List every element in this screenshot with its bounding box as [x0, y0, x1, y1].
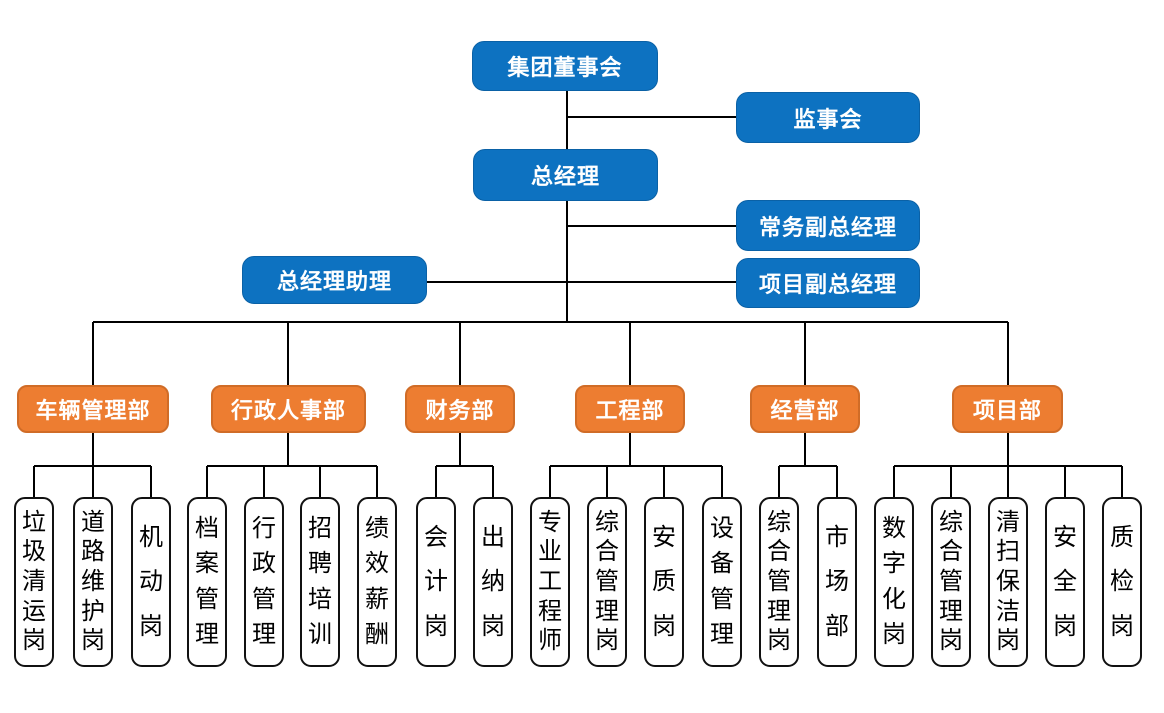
post-safety: 安全岗 — [1045, 497, 1085, 667]
post-performance-payroll: 绩效薪酬 — [357, 497, 397, 667]
node-gm-assistant: 总经理助理 — [242, 256, 427, 304]
line-group-6 — [893, 433, 1123, 497]
post-general-management-eng: 综合管理岗 — [587, 497, 627, 667]
line-group-1 — [33, 433, 152, 497]
post-market: 市场部 — [817, 497, 857, 667]
post-mobile: 机动岗 — [131, 497, 171, 667]
line-group-4 — [549, 433, 723, 497]
post-recruit-training: 招聘培训 — [300, 497, 340, 667]
post-professional-engineer: 专业工程师 — [530, 497, 570, 667]
line-group-3 — [435, 433, 494, 497]
line-group-2 — [206, 433, 378, 497]
dept-project: 项目部 — [952, 385, 1063, 433]
line-group-5 — [778, 433, 838, 497]
post-admin-management: 行政管理 — [244, 497, 284, 667]
node-supervisory-board: 监事会 — [736, 92, 920, 143]
dept-operations: 经营部 — [750, 385, 860, 433]
post-cashier: 出纳岗 — [473, 497, 513, 667]
node-exec-deputy-gm: 常务副总经理 — [736, 200, 920, 251]
post-equipment-management: 设备管理 — [702, 497, 742, 667]
post-accounting: 会计岗 — [416, 497, 456, 667]
post-cleaning: 清扫保洁岗 — [988, 497, 1028, 667]
post-general-management-prj: 综合管理岗 — [931, 497, 971, 667]
node-project-deputy-gm: 项目副总经理 — [736, 258, 920, 308]
dept-engineering: 工程部 — [575, 385, 685, 433]
dept-finance: 财务部 — [405, 385, 515, 433]
post-digitalization: 数字化岗 — [874, 497, 914, 667]
post-garbage-removal: 垃圾清运岗 — [14, 497, 54, 667]
post-quality-inspection: 质检岗 — [1102, 497, 1142, 667]
post-safety-quality: 安质岗 — [644, 497, 684, 667]
post-road-maintenance: 道路维护岗 — [73, 497, 113, 667]
node-general-manager: 总经理 — [473, 149, 658, 201]
post-archives-management: 档案管理 — [187, 497, 227, 667]
dept-admin-hr: 行政人事部 — [211, 385, 366, 433]
post-general-management-ops: 综合管理岗 — [759, 497, 799, 667]
dept-vehicle-management: 车辆管理部 — [17, 385, 169, 433]
node-board: 集团董事会 — [472, 41, 658, 91]
